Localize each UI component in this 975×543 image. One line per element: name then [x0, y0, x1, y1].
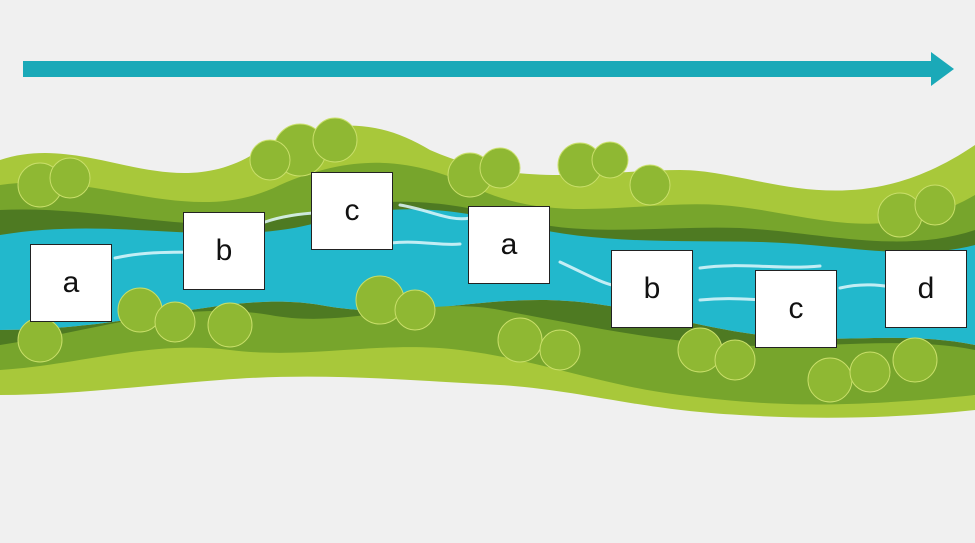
- label-box-a-2: a: [468, 206, 550, 284]
- label-box-c-2: c: [755, 270, 837, 348]
- label-text: b: [643, 272, 661, 305]
- right-arrow-icon: [931, 52, 954, 86]
- label-text: a: [62, 266, 80, 299]
- arrow-shaft: [23, 61, 933, 77]
- label-box-a-1: a: [30, 244, 112, 322]
- label-text: d: [917, 272, 935, 305]
- label-box-b-1: b: [183, 212, 265, 290]
- label-text: a: [500, 228, 518, 261]
- lower-bank-back: [0, 347, 975, 418]
- label-box-d: d: [885, 250, 967, 328]
- upper-bushes: [17, 117, 956, 238]
- label-box-c-1: c: [311, 172, 393, 250]
- label-text: b: [215, 234, 233, 267]
- label-text: c: [788, 292, 804, 325]
- direction-arrow: [23, 52, 954, 86]
- label-box-b-2: b: [611, 250, 693, 328]
- lower-bushes: [17, 275, 938, 403]
- label-text: c: [344, 194, 360, 227]
